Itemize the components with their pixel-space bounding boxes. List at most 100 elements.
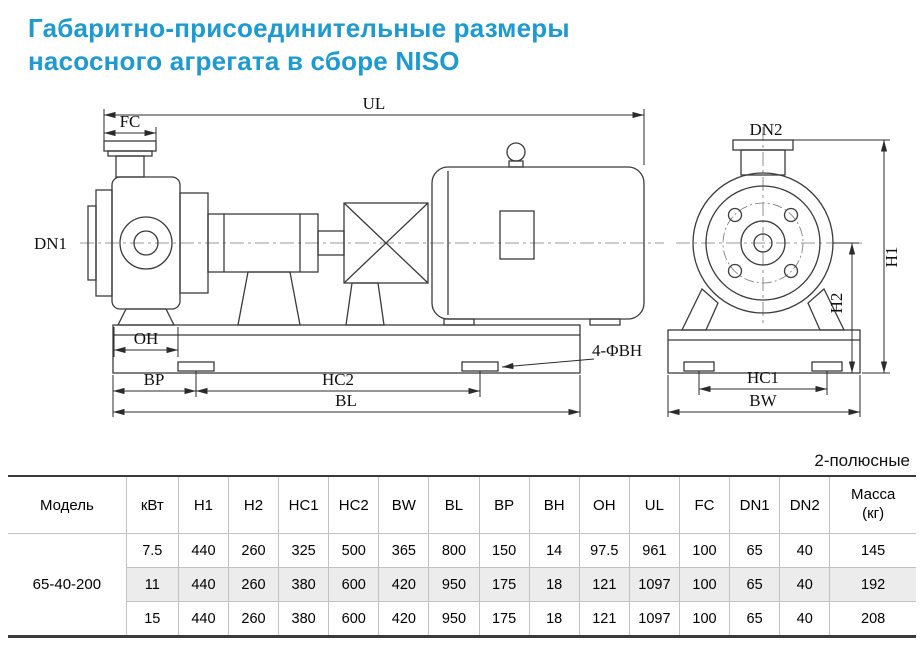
dimension-lines bbox=[103, 109, 890, 417]
dim-label-fc: FC bbox=[120, 112, 141, 131]
poles-caption: 2-полюсные bbox=[814, 451, 910, 470]
dim-label-hc1: HC1 bbox=[747, 368, 779, 387]
dim-label-dn1: DN1 bbox=[34, 234, 67, 253]
value-cell: 950 bbox=[428, 601, 480, 637]
dim-label-bp: BP bbox=[144, 370, 165, 389]
header-row: Модель кВт H1 H2 HC1 HC2 BW BL BP BH OH … bbox=[8, 475, 916, 534]
col-header-massa: Масса (кг) bbox=[829, 475, 916, 534]
dim-label-oh: OH bbox=[134, 329, 159, 348]
page-title: Габаритно-присоединительные размеры насо… bbox=[0, 0, 924, 77]
value-cell: 961 bbox=[628, 533, 680, 568]
dim-label-bh: 4-ΦBH bbox=[592, 341, 642, 360]
value-cell: 420 bbox=[378, 601, 430, 637]
col-header-ul: UL bbox=[628, 475, 680, 534]
value-cell: 65 bbox=[729, 567, 781, 602]
col-header-bw: BW bbox=[378, 475, 430, 534]
value-cell: 40 bbox=[779, 533, 831, 568]
power-cell: 15 bbox=[125, 601, 179, 637]
value-cell: 65 bbox=[729, 533, 781, 568]
value-cell: 18 bbox=[528, 567, 580, 602]
value-cell: 440 bbox=[177, 533, 229, 568]
value-cell: 65 bbox=[729, 601, 781, 637]
centerlines bbox=[80, 127, 862, 325]
massa-cell: 192 bbox=[829, 567, 916, 602]
value-cell: 950 bbox=[428, 567, 480, 602]
value-cell: 380 bbox=[278, 601, 330, 637]
power-cell: 7.5 bbox=[125, 533, 179, 568]
value-cell: 40 bbox=[779, 601, 831, 637]
value-cell: 365 bbox=[378, 533, 430, 568]
value-cell: 1097 bbox=[628, 601, 680, 637]
value-cell: 150 bbox=[478, 533, 530, 568]
col-header-bh: BH bbox=[528, 475, 580, 534]
table-row: 65-40-200 7.5 440 260 325 500 365 800 15… bbox=[8, 533, 916, 637]
table-row: 11 440 260 380 600 420 950 175 18 121 10… bbox=[8, 567, 916, 602]
bearing-frame bbox=[179, 192, 345, 326]
col-header-dn2: DN2 bbox=[779, 475, 831, 534]
value-cell: 40 bbox=[779, 567, 831, 602]
dimensions-table: Модель кВт H1 H2 HC1 HC2 BW BL BP BH OH … bbox=[8, 475, 916, 638]
baseplate bbox=[112, 324, 581, 374]
col-header-kw: кВт bbox=[125, 475, 179, 534]
value-cell: 100 bbox=[678, 601, 731, 637]
value-cell: 440 bbox=[177, 567, 229, 602]
value-cell: 420 bbox=[378, 567, 430, 602]
value-cell: 100 bbox=[678, 567, 731, 602]
dim-label-ul: UL bbox=[363, 94, 386, 113]
dimension-labels: UL FC DN1 OH BP HC2 BL 4-ΦBH DN2 H1 H2 H… bbox=[34, 94, 901, 410]
col-header-h2: H2 bbox=[227, 475, 280, 534]
value-cell: 260 bbox=[227, 567, 280, 602]
value-cell: 260 bbox=[227, 533, 280, 568]
value-cell: 121 bbox=[578, 601, 630, 637]
value-cell: 1097 bbox=[628, 567, 680, 602]
pump-side-view bbox=[87, 140, 645, 374]
value-cell: 500 bbox=[328, 533, 380, 568]
value-cell: 175 bbox=[478, 601, 530, 637]
table-row: 15 440 260 380 600 420 950 175 18 121 10… bbox=[8, 601, 916, 637]
pump-end-view bbox=[667, 139, 861, 374]
value-cell: 380 bbox=[278, 567, 330, 602]
value-cell: 100 bbox=[678, 533, 731, 568]
dim-label-dn2: DN2 bbox=[749, 120, 782, 139]
col-header-hc1: HC1 bbox=[278, 475, 330, 534]
dim-label-hc2: HC2 bbox=[322, 370, 354, 389]
dim-label-h2: H2 bbox=[827, 293, 846, 314]
value-cell: 18 bbox=[528, 601, 580, 637]
value-cell: 325 bbox=[278, 533, 330, 568]
value-cell: 121 bbox=[578, 567, 630, 602]
page-title-line2: насосного агрегата в сборе NISO bbox=[28, 45, 460, 76]
coupling-guard bbox=[343, 202, 429, 326]
col-header-oh: OH bbox=[578, 475, 630, 534]
massa-header-line2: (кг) bbox=[862, 505, 885, 522]
power-cell: 11 bbox=[125, 567, 179, 602]
col-header-hc2: HC2 bbox=[328, 475, 380, 534]
value-cell: 14 bbox=[528, 533, 580, 568]
value-cell: 440 bbox=[177, 601, 229, 637]
model-cell: 65-40-200 bbox=[8, 533, 127, 637]
bh-leader bbox=[501, 358, 595, 370]
col-header-dn1: DN1 bbox=[729, 475, 781, 534]
end-baseplate bbox=[667, 329, 861, 374]
value-cell: 800 bbox=[428, 533, 480, 568]
lifting-eye-icon bbox=[506, 142, 526, 162]
value-cell: 260 bbox=[227, 601, 280, 637]
dim-label-bw: BW bbox=[749, 391, 777, 410]
value-cell: 600 bbox=[328, 601, 380, 637]
value-cell: 600 bbox=[328, 567, 380, 602]
page-title-line1: Габаритно-присоединительные размеры bbox=[28, 13, 570, 43]
massa-cell: 208 bbox=[829, 601, 916, 637]
massa-header-line1: Масса bbox=[850, 486, 896, 504]
massa-cell: 145 bbox=[829, 533, 916, 568]
col-header-h1: H1 bbox=[177, 475, 229, 534]
dim-label-bl: BL bbox=[335, 391, 357, 410]
col-header-model: Модель bbox=[8, 475, 127, 534]
value-cell: 175 bbox=[478, 567, 530, 602]
pump-dimension-drawing: UL FC DN1 OH BP HC2 BL 4-ΦBH DN2 H1 H2 H… bbox=[34, 94, 901, 417]
motor bbox=[431, 142, 645, 326]
col-header-fc: FC bbox=[678, 475, 731, 534]
value-cell: 97.5 bbox=[578, 533, 630, 568]
col-header-bl: BL bbox=[428, 475, 480, 534]
col-header-bp: BP bbox=[478, 475, 530, 534]
pump-casing bbox=[87, 140, 181, 326]
